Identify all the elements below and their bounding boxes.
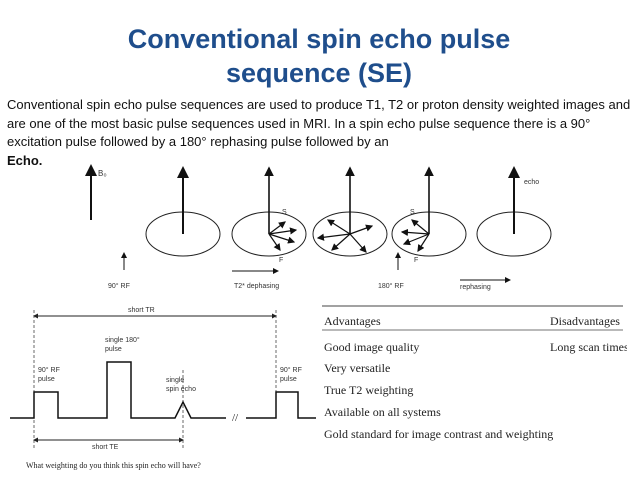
advantages-table: Advantages Disadvantages Good image qual… — [322, 305, 627, 441]
intro-paragraph: Conventional spin echo pulse sequences a… — [7, 96, 633, 170]
spin-vector-diagram: B₀ S F S F echo 90° RF T2* dephasing 180… — [85, 164, 552, 291]
rf90-label: 90° RF — [108, 282, 130, 290]
title-line-1: Conventional spin echo pulse — [127, 24, 511, 54]
paragraph-text: Conventional spin echo pulse sequences a… — [7, 97, 631, 149]
dephasing-label: T2* dephasing — [234, 283, 279, 290]
short-tr-label: short TR — [128, 307, 155, 314]
b0-label: B₀ — [98, 169, 107, 178]
echo-label: echo — [524, 179, 539, 186]
table-row-3-left: True T2 weighting — [324, 383, 413, 397]
f-label-1: F — [279, 257, 283, 264]
table-row-4-left: Available on all systems — [324, 405, 441, 419]
slide-title: Conventional spin echo pulse sequence (S… — [0, 22, 638, 90]
table-row-1-left: Good image quality — [324, 340, 419, 354]
s-label-1: S — [282, 209, 287, 216]
table-row-1-right: Long scan times — [550, 340, 627, 354]
break-mark: // — [232, 412, 239, 424]
pulse-waveform — [10, 361, 226, 419]
short-te-label: short TE — [92, 444, 119, 451]
f-label-2: F — [414, 257, 418, 264]
paragraph-echo-word: Echo. — [7, 152, 43, 168]
title-line-2: sequence (SE) — [225, 58, 413, 88]
rf180-pulse-label: single 180°pulse — [105, 336, 140, 353]
rephasing-label: rephasing — [460, 284, 491, 291]
table-header-disadvantages: Disadvantages — [550, 314, 620, 328]
rf180-label: 180° RF — [378, 282, 404, 290]
table-header-advantages: Advantages — [324, 314, 381, 328]
s-label-2: S — [410, 209, 415, 216]
question-text: What weighting do you think this spin ec… — [26, 461, 201, 470]
table-row-2-left: Very versatile — [324, 361, 390, 375]
table-row-5-left: Gold standard for image contrast and wei… — [324, 427, 553, 441]
